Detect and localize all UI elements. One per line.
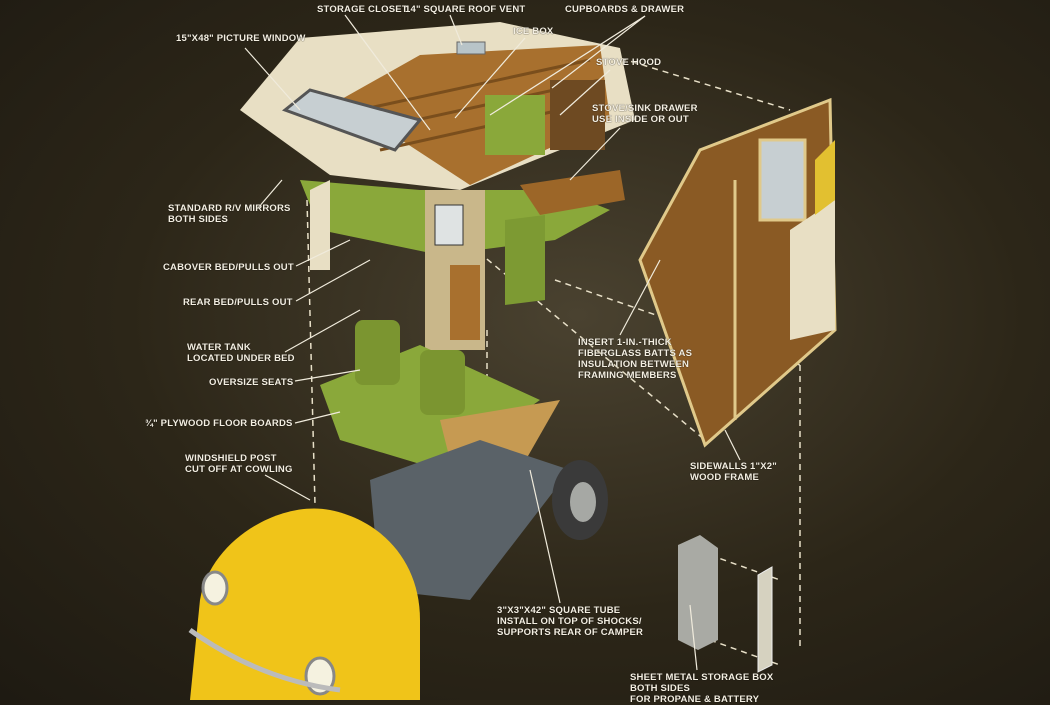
- beetle-front: [188, 508, 420, 700]
- label-stove-hood: STOVE HOOD: [596, 57, 662, 68]
- label-line: USE INSIDE OR OUT: [592, 114, 689, 125]
- label-line: INSTALL ON TOP OF SHOCKS/: [497, 616, 642, 627]
- label-cabover-bed: CABOVER BED/PULLS OUT: [163, 262, 294, 273]
- label-line: INSULATION BETWEEN: [578, 359, 690, 370]
- label-line: WINDSHIELD POST: [185, 453, 277, 464]
- label-line: BOTH SIDES: [630, 683, 691, 694]
- label-rear-bed: REAR BED/PULLS OUT: [183, 297, 293, 308]
- label-roof-vent: 14" SQUARE ROOF VENT: [405, 4, 526, 15]
- label-oversize-seats: OVERSIZE SEATS: [209, 377, 294, 388]
- label-line: STOVE/SINK DRAWER: [592, 103, 698, 114]
- label-ice-box: ICE BOX: [513, 26, 554, 37]
- label-line: WOOD FRAME: [690, 472, 760, 483]
- label-line: STANDARD R/V MIRRORS: [168, 203, 291, 214]
- label-line: BOTH SIDES: [168, 214, 229, 225]
- label-line: WATER TANK: [187, 342, 251, 353]
- label-plywood: ¾" PLYWOOD FLOOR BOARDS: [145, 418, 293, 429]
- label-picture-window: 15"X48" PICTURE WINDOW: [176, 33, 306, 44]
- label-line: FIBERGLASS BATTS AS: [578, 348, 693, 359]
- label-line: SUPPORTS REAR OF CAMPER: [497, 627, 644, 638]
- sidewall-panel: [638, 97, 837, 448]
- leader-lines: [244, 14, 741, 671]
- label-line: SIDEWALLS 1"X2": [690, 461, 777, 472]
- label-line: CUT OFF AT COWLING: [185, 464, 293, 475]
- label-line: LOCATED UNDER BED: [187, 353, 295, 364]
- label-line: SHEET METAL STORAGE BOX: [630, 672, 774, 683]
- storage-box: [678, 535, 773, 673]
- label-sidewalls: SIDEWALLS 1"X2"WOOD FRAME: [690, 461, 777, 483]
- label-line: 3"X3"X42" SQUARE TUBE: [497, 605, 621, 616]
- label-line: INSERT 1-IN.-THICK: [578, 337, 672, 348]
- label-cupboards: CUPBOARDS & DRAWER: [565, 4, 685, 15]
- camper-body: [240, 22, 635, 350]
- chassis: [370, 440, 608, 600]
- label-storage-closet: STORAGE CLOSET: [317, 4, 408, 15]
- label-line: FRAMING MEMBERS: [578, 370, 677, 381]
